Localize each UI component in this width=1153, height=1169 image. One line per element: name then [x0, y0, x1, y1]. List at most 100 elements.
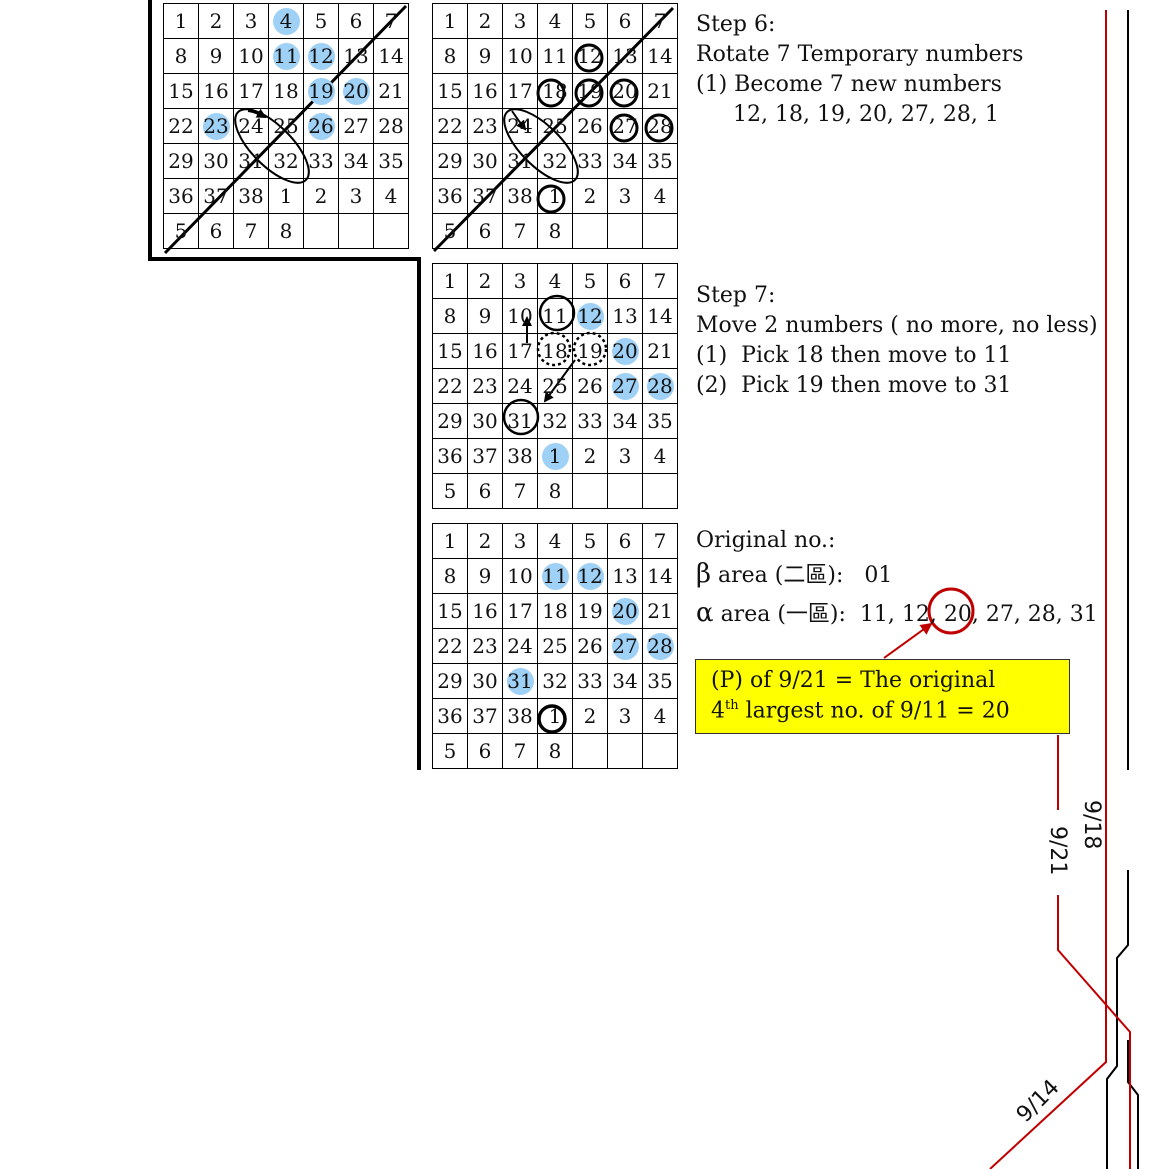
cell-number: 29	[168, 149, 194, 173]
grid-cell: 16	[468, 594, 503, 629]
grid-cell: 33	[304, 144, 339, 179]
cell-number: 6	[478, 219, 492, 243]
grid-cell: 3	[608, 439, 643, 474]
cell-number: 8	[548, 219, 562, 243]
cell-number: 27	[612, 114, 638, 138]
grid-cell: 5	[573, 4, 608, 39]
grid-cell: 27	[608, 109, 643, 144]
grid-cell: 13	[608, 299, 643, 334]
grid-cell: 34	[608, 404, 643, 439]
cell-number: 4	[548, 9, 562, 33]
cell-number: 17	[507, 339, 533, 363]
grid-cell: 5	[573, 524, 608, 559]
cell-number: 15	[437, 79, 463, 103]
cell-number: 3	[618, 704, 632, 728]
cell-number: 1	[548, 704, 562, 728]
grid-cell: 23	[468, 629, 503, 664]
grid-cell: 23	[468, 109, 503, 144]
grid-cell: 10	[503, 39, 538, 74]
grid-cell: 23	[199, 109, 234, 144]
grid-cell: 15	[164, 74, 199, 109]
grid-cell: 30	[468, 664, 503, 699]
cell-number: 1	[443, 529, 457, 553]
cell-number: 27	[612, 634, 638, 658]
cell-number: 30	[472, 409, 498, 433]
grid-cell: 29	[433, 144, 468, 179]
grid-cell: 26	[573, 109, 608, 144]
grid-cell: 6	[468, 214, 503, 249]
cell-number: 2	[583, 184, 597, 208]
cell-number: 34	[612, 149, 638, 173]
cell-number: 8	[548, 739, 562, 763]
bracket-lines	[148, 0, 421, 770]
step7-title: Step 7:	[696, 283, 776, 308]
grid-cell: 4	[538, 4, 573, 39]
cell-number: 33	[308, 149, 334, 173]
grid-cell: 2	[468, 524, 503, 559]
cell-number: 30	[472, 669, 498, 693]
cell-number: 6	[478, 739, 492, 763]
grid-cell: 25	[538, 629, 573, 664]
cell-number: 6	[618, 529, 632, 553]
cell-number: 8	[443, 304, 457, 328]
grid-cell: 32	[538, 144, 573, 179]
step6-line2: (1) Become 7 new numbers	[696, 72, 1002, 97]
grid-cell: 5	[304, 4, 339, 39]
callout-line2-text: largest no. of 9/11 = 20	[738, 698, 1010, 724]
cell-number: 3	[513, 9, 527, 33]
grid-cell: 14	[643, 39, 678, 74]
cell-number: 13	[612, 564, 638, 588]
grid-cell: 37	[468, 439, 503, 474]
cell-number: 37	[472, 184, 498, 208]
grid-cell: 5	[573, 264, 608, 299]
grid-cell: 30	[199, 144, 234, 179]
cell-number: 9	[478, 44, 492, 68]
grid-cell: 9	[199, 39, 234, 74]
grid-cell: 33	[573, 664, 608, 699]
cell-number: 17	[238, 79, 264, 103]
cell-number: 2	[478, 269, 492, 293]
cell-number: 11	[542, 44, 568, 68]
cell-number: 7	[244, 219, 258, 243]
cell-number: 32	[542, 669, 568, 693]
cell-number: 13	[612, 304, 638, 328]
grid-cell: 3	[234, 4, 269, 39]
cell-number: 3	[618, 444, 632, 468]
cell-number: 6	[478, 479, 492, 503]
grid-cell: 27	[608, 369, 643, 404]
grid-cell: 19	[573, 74, 608, 109]
cell-number: 38	[238, 184, 264, 208]
empty-cell	[608, 214, 643, 249]
cell-number: 28	[378, 114, 404, 138]
cell-number: 14	[378, 44, 404, 68]
cell-number: 5	[583, 529, 597, 553]
grid-cell: 3	[608, 699, 643, 734]
cell-number: 21	[647, 339, 673, 363]
grid-cell: 32	[269, 144, 304, 179]
grid-cell: 23	[468, 369, 503, 404]
cell-number: 20	[612, 599, 638, 623]
cell-number: 30	[203, 149, 229, 173]
grid-cell: 8	[164, 39, 199, 74]
cell-number: 25	[542, 114, 568, 138]
cell-number: 3	[244, 9, 258, 33]
grid-cell: 12	[304, 39, 339, 74]
cell-number: 24	[507, 114, 533, 138]
cell-number: 5	[583, 269, 597, 293]
grid-cell: 7	[643, 4, 678, 39]
grid-cell: 3	[608, 179, 643, 214]
grid-cell: 3	[503, 4, 538, 39]
grid-cell: 7	[503, 214, 538, 249]
cell-number: 35	[378, 149, 404, 173]
grid-cell: 26	[573, 629, 608, 664]
grid-cell: 8	[269, 214, 304, 249]
grid-cell: 12	[573, 39, 608, 74]
cell-number: 21	[647, 599, 673, 623]
cell-number: 26	[577, 374, 603, 398]
empty-cell	[643, 734, 678, 769]
cell-number: 2	[583, 444, 597, 468]
cell-number: 13	[343, 44, 369, 68]
